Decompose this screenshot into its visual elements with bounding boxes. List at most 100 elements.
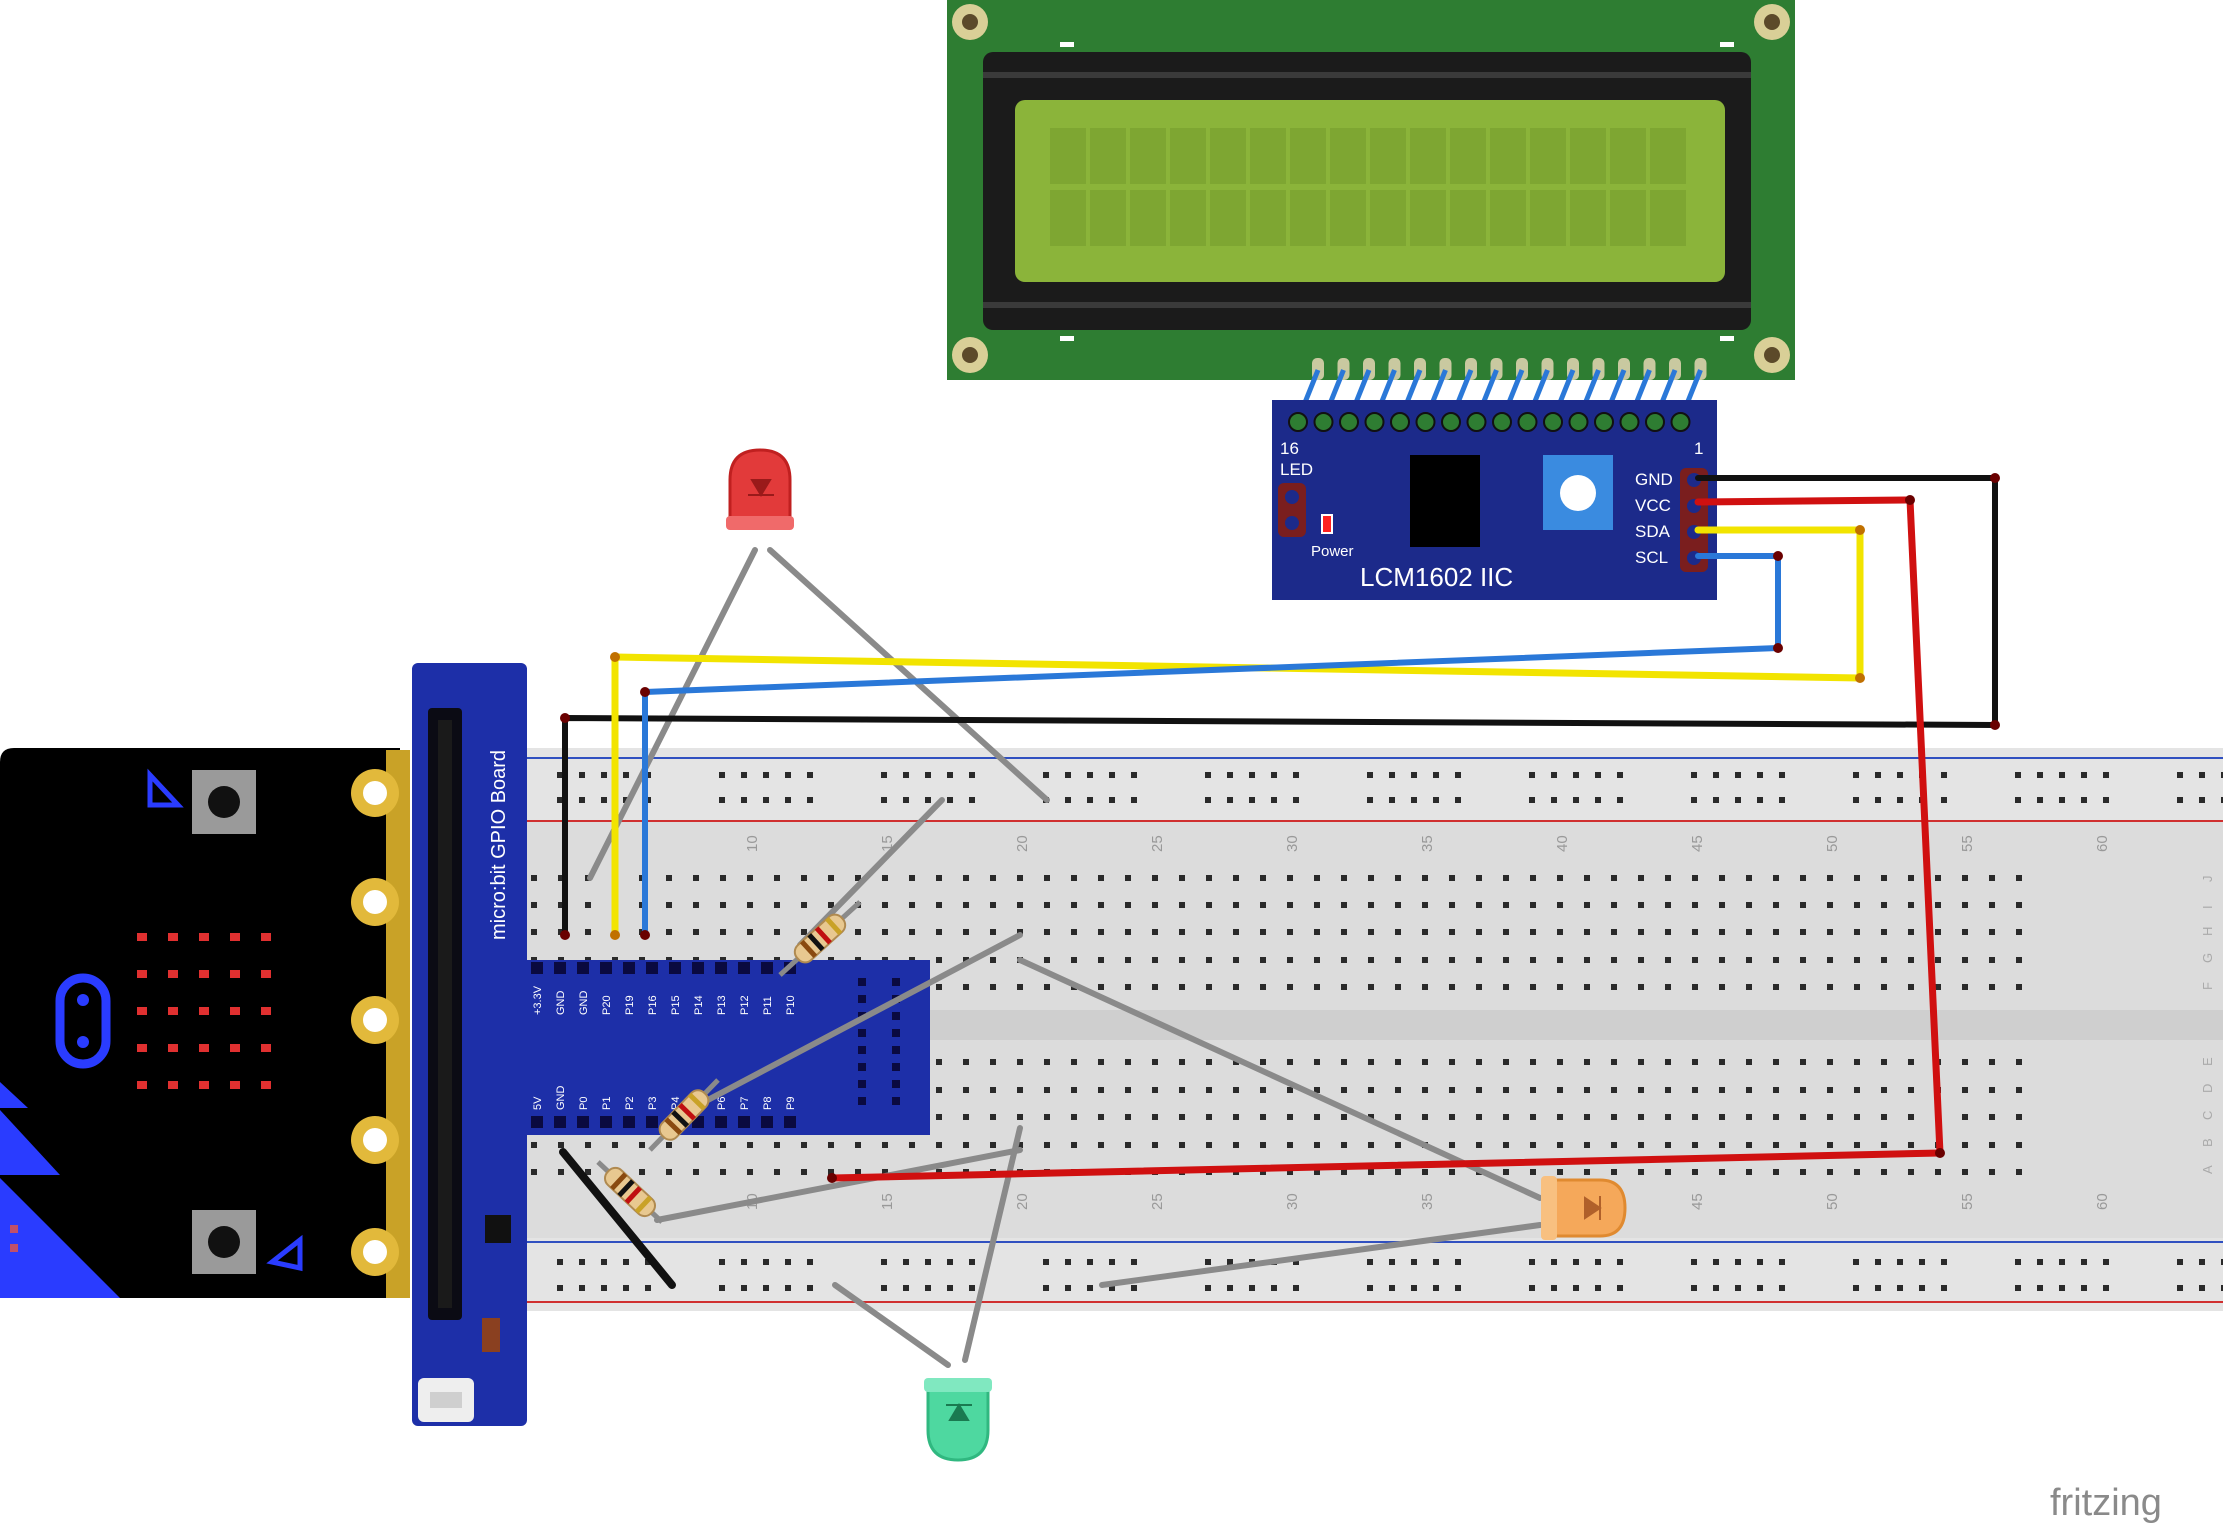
column-number: 45 bbox=[1689, 835, 1706, 852]
matrix-led bbox=[261, 1007, 271, 1015]
header-pin-label: P14 bbox=[693, 995, 705, 1015]
matrix-led bbox=[261, 933, 271, 941]
power-label: Power bbox=[1311, 543, 1354, 560]
column-number: 30 bbox=[1284, 835, 1301, 852]
lcd-cell bbox=[1410, 128, 1446, 184]
header-pin bbox=[554, 962, 566, 974]
lcd-pad bbox=[1492, 412, 1512, 432]
row-letter: C bbox=[2200, 1111, 2215, 1120]
wire-gray-resistor-b bbox=[667, 932, 1023, 1123]
pin-label-sda: SDA bbox=[1635, 522, 1671, 541]
matrix-led bbox=[199, 1044, 209, 1052]
lcd-cell bbox=[1050, 190, 1086, 246]
column-number: 20 bbox=[1014, 835, 1031, 852]
resistor bbox=[648, 1078, 720, 1152]
i2c-header-pins bbox=[1680, 468, 1708, 572]
header-pin bbox=[554, 1116, 566, 1128]
matrix-led bbox=[168, 1044, 178, 1052]
header-pin-label: P16 bbox=[647, 995, 659, 1015]
lcd-pad bbox=[1390, 412, 1410, 432]
matrix-led bbox=[137, 970, 147, 978]
breadboard: 1010151520202525303035354040454550505555… bbox=[520, 748, 2223, 1311]
header-pin-label: GND bbox=[555, 991, 567, 1016]
led-jumper bbox=[1278, 483, 1306, 537]
column-number: 45 bbox=[1689, 1193, 1706, 1210]
lcd-pad bbox=[1364, 412, 1385, 432]
header-pin bbox=[646, 1116, 658, 1128]
header-pin bbox=[577, 1116, 589, 1128]
lcd-cell bbox=[1210, 190, 1246, 246]
matrix-led bbox=[199, 970, 209, 978]
header-pin bbox=[784, 1116, 796, 1128]
header-pin-label: P1 bbox=[601, 1097, 613, 1110]
lcd-pad bbox=[1517, 412, 1538, 432]
power-led bbox=[1321, 514, 1333, 534]
matrix-led bbox=[168, 1007, 178, 1015]
row-letter: H bbox=[2200, 927, 2215, 936]
wire-endpoints bbox=[560, 473, 2000, 1183]
lcd-cell bbox=[1250, 190, 1286, 246]
column-number: 25 bbox=[1149, 835, 1166, 852]
matrix-led bbox=[137, 1081, 147, 1089]
i2c-backpack: 16 1 LED Power LCM1602 IIC GND VCC SDA S… bbox=[1272, 400, 1717, 600]
lcd-pad bbox=[1466, 412, 1487, 432]
matrix-led bbox=[199, 1007, 209, 1015]
lcd-cell bbox=[1370, 190, 1406, 246]
header-pin-label: GND bbox=[578, 991, 590, 1016]
header-pin bbox=[761, 1116, 773, 1128]
row-letter: A bbox=[2200, 1165, 2215, 1174]
header-pin bbox=[738, 1116, 750, 1128]
header-pin bbox=[715, 962, 727, 974]
button-a bbox=[147, 768, 256, 834]
header-pin-label: P10 bbox=[785, 995, 797, 1015]
header-pin bbox=[738, 962, 750, 974]
column-number: 20 bbox=[1014, 1193, 1031, 1210]
lcd-cell bbox=[1130, 190, 1166, 246]
header-pin-label: P19 bbox=[624, 995, 636, 1015]
lcd-pad bbox=[1441, 412, 1461, 432]
matrix-led bbox=[137, 1007, 147, 1015]
microbit-logo bbox=[55, 973, 111, 1069]
lcd-cell bbox=[1650, 128, 1686, 184]
column-number: 40 bbox=[1554, 835, 1571, 852]
wire-gray-resistor-c bbox=[654, 1147, 1023, 1223]
lcd-cell bbox=[1650, 190, 1686, 246]
wires bbox=[559, 473, 2000, 1368]
row-letter: J bbox=[2200, 876, 2215, 883]
matrix-led bbox=[261, 1044, 271, 1052]
led-label: LED bbox=[1280, 460, 1313, 479]
lcd-cell bbox=[1490, 128, 1526, 184]
header-pin-label: +3.3V bbox=[532, 985, 544, 1015]
lcd-pad bbox=[1670, 412, 1691, 432]
i2c-pads bbox=[1288, 412, 1691, 432]
lcd-cell bbox=[1530, 128, 1566, 184]
microbit bbox=[0, 748, 410, 1298]
column-number: 50 bbox=[1824, 835, 1841, 852]
lcd-pad bbox=[1619, 412, 1640, 432]
lcd-cell bbox=[1370, 128, 1406, 184]
wire-gray-green-led-b bbox=[962, 1125, 1023, 1363]
header-pin-label: P7 bbox=[739, 1097, 751, 1110]
lcd-cell bbox=[1570, 190, 1606, 246]
edge-connector bbox=[351, 750, 410, 1298]
matrix-led bbox=[230, 1044, 240, 1052]
column-number: 55 bbox=[1959, 1193, 1976, 1210]
row-letter: E bbox=[2200, 1057, 2215, 1066]
pin-label-gnd: GND bbox=[1635, 470, 1673, 489]
lcd-pad bbox=[1288, 412, 1308, 432]
header-pin-label: P3 bbox=[647, 1097, 659, 1110]
matrix-led bbox=[137, 933, 147, 941]
lcd-cell bbox=[1050, 128, 1086, 184]
pin-label-scl: SCL bbox=[1635, 548, 1668, 567]
lcd-cell bbox=[1450, 128, 1486, 184]
lcd-pad bbox=[1568, 412, 1589, 432]
lcd-cell bbox=[1410, 190, 1446, 246]
lcd-cell bbox=[1170, 190, 1206, 246]
row-letter: I bbox=[2200, 905, 2215, 909]
header-pin bbox=[531, 1116, 543, 1128]
header-pin bbox=[600, 962, 612, 974]
column-number: 25 bbox=[1149, 1193, 1166, 1210]
